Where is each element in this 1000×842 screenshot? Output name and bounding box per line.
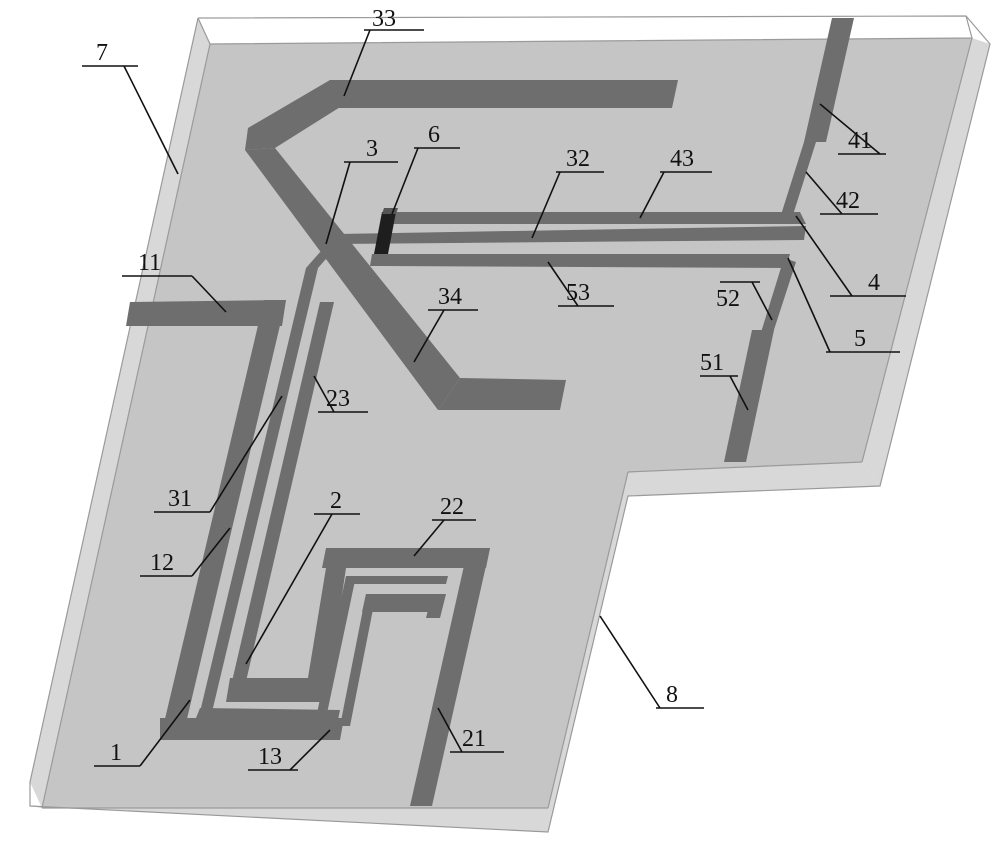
- radiator-34-foot: [438, 378, 566, 410]
- label-52: 52: [716, 286, 740, 312]
- label-53: 53: [566, 280, 590, 306]
- label-5: 5: [854, 326, 866, 352]
- arm-23: [230, 302, 334, 690]
- label-32: 32: [566, 146, 590, 172]
- line-3-upper: [306, 234, 346, 268]
- radiator-33-diagonal: [245, 80, 345, 150]
- label-7: 7: [96, 40, 108, 66]
- leader-13: [289, 729, 331, 771]
- feed-line-4: [388, 18, 854, 224]
- leader-42: [805, 171, 843, 215]
- substrate-side-right-lower: [548, 472, 628, 832]
- arm-2-inner-stub: [340, 594, 376, 726]
- leader-11: [191, 275, 227, 313]
- leader-6: [391, 147, 419, 215]
- arm-13: [160, 718, 344, 740]
- antenna-1: [126, 300, 344, 740]
- antenna-2: [226, 302, 490, 806]
- label-22: 22: [440, 494, 464, 520]
- line-43: [388, 212, 806, 224]
- feed-line-5: [370, 254, 796, 462]
- leader-43: [639, 171, 665, 219]
- feed-52: [758, 258, 796, 342]
- line-32: [332, 226, 806, 244]
- label-11: 11: [138, 250, 161, 276]
- arm-2-inner-left: [316, 576, 356, 718]
- label-31: 31: [168, 486, 192, 512]
- feed-51: [724, 330, 774, 462]
- leader-34: [413, 309, 445, 363]
- leader-3: [325, 161, 351, 245]
- radiator-33-top-bar: [320, 80, 678, 108]
- leader-33: [343, 29, 371, 97]
- arm-11: [126, 300, 286, 326]
- feed-41: [804, 18, 854, 142]
- label-12: 12: [150, 550, 174, 576]
- radiator-34-diagonal: [245, 148, 460, 410]
- label-33: 33: [372, 6, 396, 32]
- arm-2-inner-tab: [426, 594, 446, 618]
- line-31-foot: [196, 708, 340, 720]
- leader-22: [413, 519, 445, 557]
- arm-21: [410, 548, 490, 806]
- label-1: 1: [110, 740, 122, 766]
- substrate-inner-edge: [197, 15, 973, 45]
- arm-2-rise: [304, 568, 346, 702]
- label-6: 6: [428, 122, 440, 148]
- leader-41: [819, 103, 881, 155]
- leader-12: [191, 527, 231, 577]
- substrate-side-right-upper: [862, 38, 990, 486]
- leader-5: [787, 257, 831, 353]
- label-21: 21: [462, 726, 486, 752]
- substrate-edge-notch-left: [547, 471, 629, 809]
- leader-31: [209, 395, 283, 513]
- label-3: 3: [366, 136, 378, 162]
- arm-2-inner-mid: [362, 594, 440, 612]
- arm-2-bottom: [226, 678, 322, 702]
- radiator-33: [245, 80, 678, 150]
- substrate-edge-notch-top: [627, 461, 863, 473]
- leader-21: [437, 707, 463, 753]
- label-4: 4: [868, 270, 880, 296]
- label-41: 41: [848, 128, 872, 154]
- leader-53: [547, 261, 579, 307]
- leader-52: [751, 281, 773, 321]
- radiator-34: [245, 148, 566, 410]
- label-42: 42: [836, 188, 860, 214]
- label-2: 2: [330, 488, 342, 514]
- leader-8: [599, 615, 661, 709]
- feed-42: [780, 142, 816, 218]
- label-34: 34: [438, 284, 462, 310]
- substrate-side-notch: [628, 462, 880, 496]
- arm-12: [160, 300, 286, 740]
- leader-7: [123, 65, 179, 175]
- leader-32: [531, 171, 561, 239]
- leader-51: [729, 375, 749, 411]
- component-6-cap: [382, 208, 398, 214]
- label-43: 43: [670, 146, 694, 172]
- label-23: 23: [326, 386, 350, 412]
- leader-lines: [82, 29, 906, 771]
- line-3: [196, 234, 346, 720]
- label-13: 13: [258, 744, 282, 770]
- line-53: [370, 254, 790, 268]
- line-31: [200, 268, 318, 712]
- leader-4: [795, 215, 853, 297]
- reference-labels: 7 33 3 6 32 43 41 42 4 5 11 34 53 52 51 …: [96, 6, 880, 770]
- substrate-edge-left: [41, 43, 211, 809]
- component-6-body: [374, 212, 396, 254]
- substrate-side-left: [30, 18, 210, 808]
- substrate-edge-right: [861, 37, 973, 463]
- arm-2-inner-top: [346, 576, 448, 584]
- label-8: 8: [666, 682, 678, 708]
- leader-1: [139, 699, 191, 767]
- substrate-outline-top: [29, 15, 991, 833]
- label-51: 51: [700, 350, 724, 376]
- arm-22: [322, 548, 490, 568]
- leader-2: [245, 513, 333, 665]
- leader-23: [313, 375, 335, 413]
